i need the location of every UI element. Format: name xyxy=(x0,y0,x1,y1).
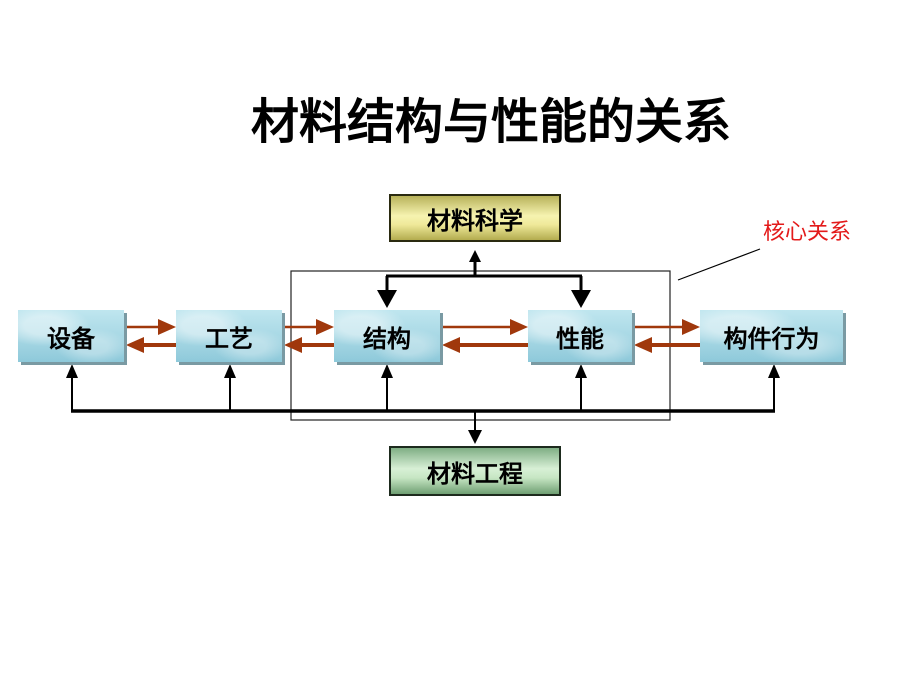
arrow-up-to-science xyxy=(469,250,481,262)
arrow-process-to-equipment-head xyxy=(126,337,144,353)
node-structure: 结构 xyxy=(334,310,440,362)
arrow-component-to-property-head xyxy=(634,337,652,353)
node-materials-engineering: 材料工程 xyxy=(389,446,561,496)
node-label: 材料科学 xyxy=(427,206,523,235)
arrow-up-to-structure xyxy=(381,364,393,378)
node-property: 性能 xyxy=(528,310,632,362)
arrow-up-to-process xyxy=(224,364,236,378)
core-relationship-annotation: 核心关系 xyxy=(763,220,852,245)
arrow-property-to-structure-head xyxy=(442,337,460,353)
arrow-equipment-to-process-head xyxy=(158,319,176,335)
arrow-up-to-component xyxy=(768,364,780,378)
node-label: 材料工程 xyxy=(427,459,523,488)
node-component-behavior: 构件行为 xyxy=(700,310,843,362)
arrow-down-to-structure xyxy=(377,290,397,308)
arrow-down-to-engineering xyxy=(468,430,482,444)
node-materials-science: 材料科学 xyxy=(389,194,561,242)
node-process: 工艺 xyxy=(176,310,282,362)
node-label: 性能 xyxy=(556,324,604,353)
node-equipment: 设备 xyxy=(18,310,124,362)
arrow-process-to-structure-head xyxy=(316,319,334,335)
node-label: 工艺 xyxy=(205,324,253,353)
page-title: 材料结构与性能的关系 xyxy=(250,94,731,150)
node-label: 设备 xyxy=(47,324,95,353)
annotation-leader-line xyxy=(677,248,761,281)
arrow-down-to-property xyxy=(571,290,591,308)
node-label: 构件行为 xyxy=(723,324,820,353)
arrow-up-to-equipment xyxy=(66,364,78,378)
arrow-structure-to-property-head xyxy=(510,319,528,335)
arrow-structure-to-process-head xyxy=(284,337,302,353)
bidirectional-arrows xyxy=(126,319,700,353)
arrow-property-to-component-head xyxy=(682,319,700,335)
node-label: 结构 xyxy=(363,324,411,353)
arrow-up-to-property xyxy=(575,364,587,378)
